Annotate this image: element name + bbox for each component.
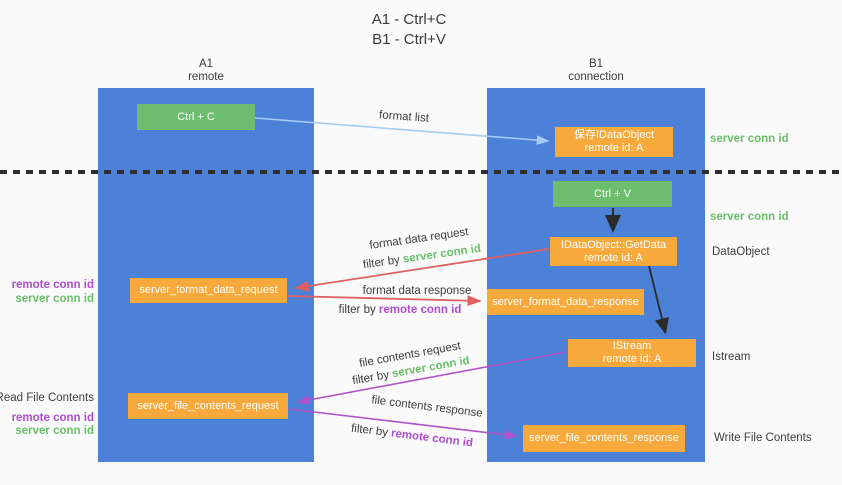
- getdata-line2: remote id: A: [584, 251, 643, 264]
- node-ctrl-c: Ctrl + C: [137, 104, 255, 130]
- left-label-read-file-contents: Read File Contents: [0, 392, 94, 404]
- right-label-write-file-contents: Write File Contents: [714, 432, 812, 444]
- getdata-line1: IDataObject::GetData: [560, 238, 667, 251]
- label-format-list: format list: [378, 109, 430, 125]
- server-conn-id-text: server conn id: [402, 242, 482, 266]
- node-istream: IStream remote id: A: [568, 339, 696, 367]
- remote-conn-id-text: remote conn id: [378, 304, 462, 316]
- filter-by-text: filter by: [362, 253, 404, 272]
- node-server-file-contents-response: server_file_contents_response: [523, 425, 685, 452]
- column-header-b1: B1 connection: [536, 58, 656, 84]
- column-header-a1: A1 remote: [146, 58, 266, 84]
- node-server-format-data-response: server_format_data_response: [487, 289, 644, 315]
- diagram-title: A1 - Ctrl+C B1 - Ctrl+V: [299, 10, 519, 50]
- b1-name: B1: [588, 58, 604, 70]
- right-label-server-conn-id-1: server conn id: [710, 133, 789, 145]
- ctrl-c-label: Ctrl + C: [177, 110, 215, 123]
- server-format-data-request-label: server_format_data_request: [139, 284, 278, 296]
- left-label-server-conn-id-1: server conn id: [15, 293, 94, 305]
- machine-boundary-dotted-line: [0, 170, 842, 174]
- left-label-remote-conn-id-2: remote conn id: [11, 412, 94, 424]
- server-file-contents-request-label: server_file_contents_request: [137, 399, 279, 412]
- node-idataobject-getdata: IDataObject::GetData remote id: A: [550, 237, 677, 266]
- label-format-data-response: format data response: [362, 285, 472, 297]
- node-server-file-contents-request: server_file_contents_request: [128, 393, 288, 419]
- left-label-server-conn-id-2: server conn id: [15, 425, 94, 437]
- a1-subtitle: remote: [188, 71, 224, 83]
- label-file-contents-response: file contents response: [370, 394, 484, 420]
- a1-name: A1: [198, 58, 214, 70]
- title-line-1: A1 - Ctrl+C: [371, 11, 447, 28]
- save-idataobject-line2: remote id: A: [584, 142, 644, 154]
- right-label-dataobject: DataObject: [712, 246, 770, 258]
- server-format-data-response-label: server_format_data_response: [492, 295, 639, 308]
- node-server-format-data-request: server_format_data_request: [130, 278, 287, 303]
- ctrl-v-label: Ctrl + V: [594, 187, 631, 200]
- title-line-2: B1 - Ctrl+V: [372, 31, 446, 48]
- istream-line2: remote id: A: [602, 353, 662, 365]
- filter-by-text: filter by: [351, 368, 394, 388]
- remote-conn-id-text: remote conn id: [390, 427, 474, 450]
- b1-subtitle: connection: [568, 71, 624, 83]
- server-file-contents-response-label: server_file_contents_response: [529, 432, 679, 444]
- label-filter-by-remote-conn-id-1: filter by remote conn id: [339, 304, 462, 316]
- istream-line1: IStream: [612, 340, 652, 352]
- left-label-remote-conn-id-1: remote conn id: [11, 279, 94, 291]
- filter-by-text: filter by: [350, 422, 392, 440]
- right-label-istream: Istream: [712, 351, 751, 363]
- save-idataobject-line1: 保存IDataObject: [573, 129, 655, 141]
- node-ctrl-v: Ctrl + V: [553, 181, 672, 207]
- label-filter-by-remote-conn-id-2: filter by remote conn id: [350, 423, 473, 450]
- right-label-server-conn-id-2: server conn id: [710, 211, 789, 223]
- filter-by-text: filter by: [338, 304, 379, 316]
- node-save-idataobject: 保存IDataObject remote id: A: [555, 127, 673, 157]
